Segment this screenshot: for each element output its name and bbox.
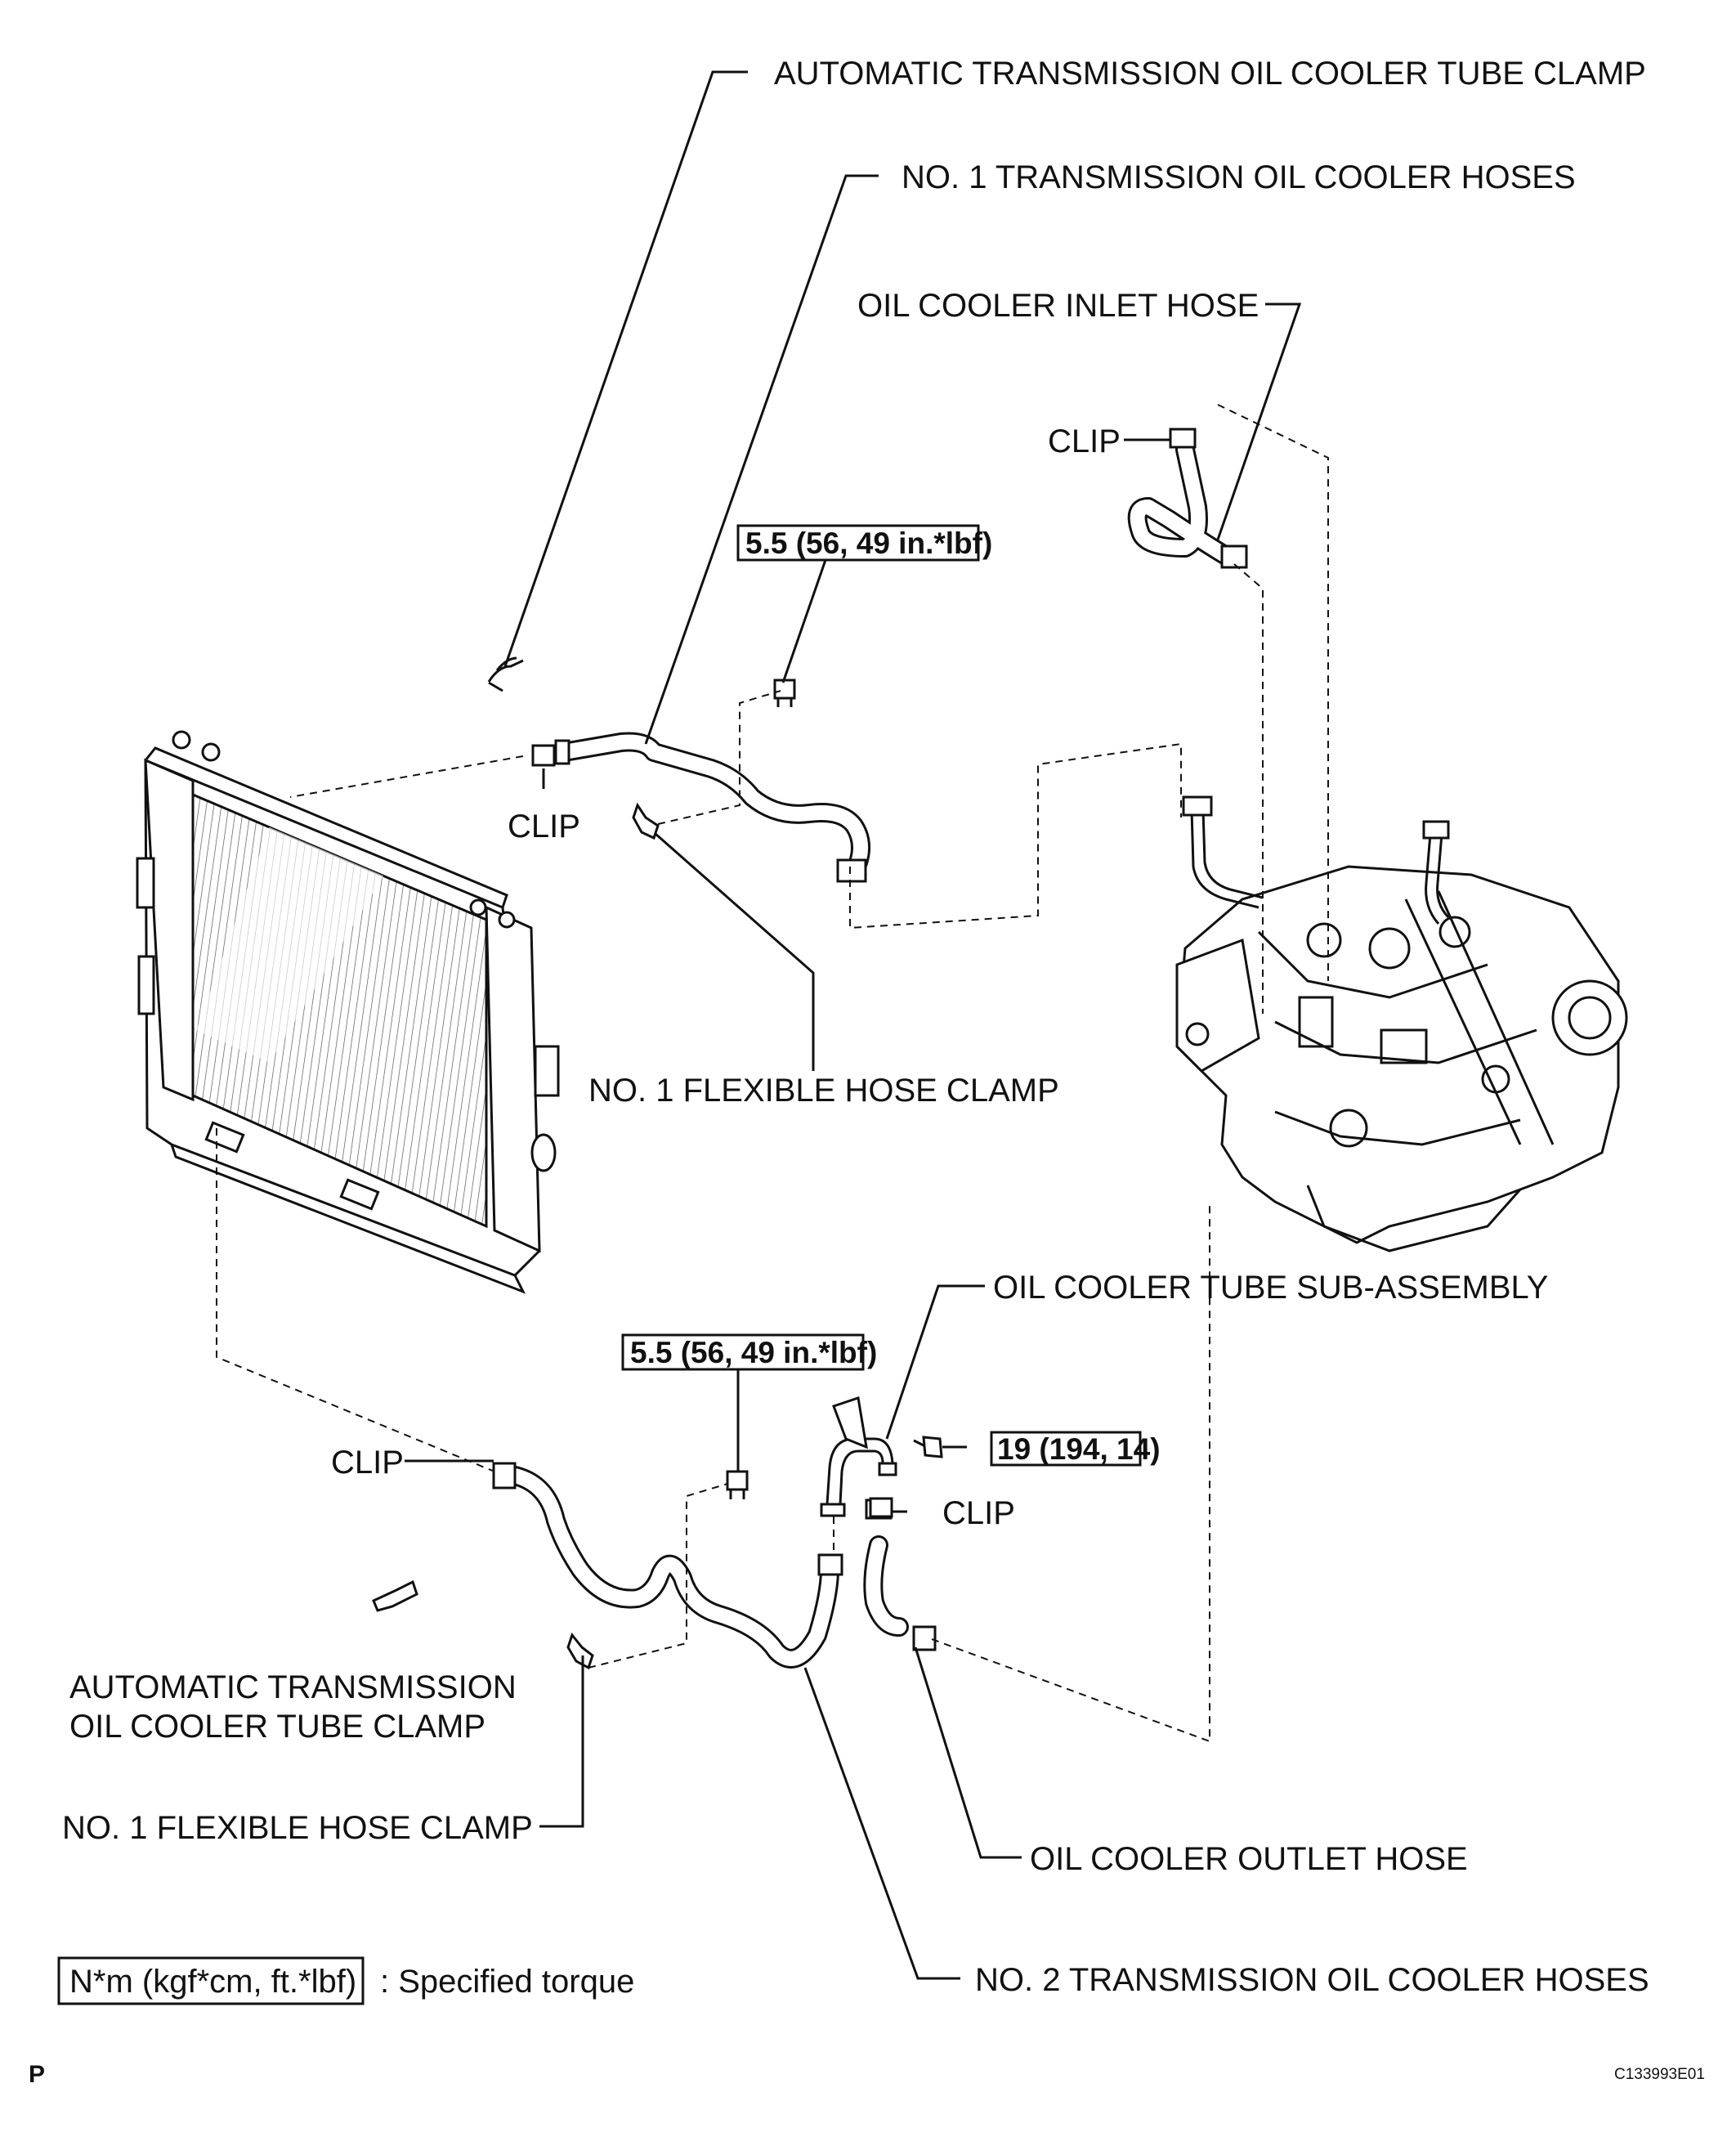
radiator-illustration bbox=[136, 730, 560, 1294]
label-atm-clamp-bottom-1: AUTOMATIC TRANSMISSION bbox=[69, 1669, 517, 1705]
label-atm-clamp-bottom-2: OIL COOLER TUBE CLAMP bbox=[69, 1709, 485, 1745]
label-clip-upper: CLIP bbox=[508, 809, 580, 844]
upper-bolt-illustration bbox=[773, 679, 796, 707]
label-outlet-hose: OIL COOLER OUTLET HOSE bbox=[1030, 1841, 1468, 1877]
lower-bolt-illustration bbox=[726, 1470, 749, 1499]
torque-value-lower: 5.5 (56, 49 in.*lbf) bbox=[630, 1336, 877, 1369]
legend-unit-box: N*m (kgf*cm, ft.*lbf) bbox=[69, 1964, 356, 2000]
label-clip-lower-left: CLIP bbox=[331, 1445, 404, 1481]
torque-box-tube: 19 (194, 14) bbox=[990, 1431, 1161, 1467]
installation-guide-lines bbox=[216, 404, 1329, 1743]
torque-box-lower: 5.5 (56, 49 in.*lbf) bbox=[621, 1333, 877, 1371]
label-no2-hoses: NO. 2 TRANSMISSION OIL COOLER HOSES bbox=[975, 1962, 1649, 1998]
label-no1-flex-clamp-bottom: NO. 1 FLEXIBLE HOSE CLAMP bbox=[62, 1810, 533, 1846]
no1-cooler-hose-illustration bbox=[554, 732, 871, 883]
tube-bolt-illustration bbox=[913, 1436, 943, 1458]
torque-legend: N*m (kgf*cm, ft.*lbf) : Specified torque bbox=[57, 1956, 634, 2005]
label-inlet-hose: OIL COOLER INLET HOSE bbox=[857, 288, 1259, 324]
label-atm-clamp-top: AUTOMATIC TRANSMISSION OIL COOLER TUBE C… bbox=[774, 56, 1646, 92]
leader-lines bbox=[405, 70, 1302, 1980]
inlet-hose-illustration bbox=[1127, 428, 1248, 569]
label-no1-flex-clamp-top: NO. 1 FLEXIBLE HOSE CLAMP bbox=[588, 1073, 1059, 1109]
label-tube-subassembly: OIL COOLER TUBE SUB-ASSEMBLY bbox=[993, 1270, 1548, 1306]
torque-value-upper: 5.5 (56, 49 in.*lbf) bbox=[745, 526, 992, 560]
torque-value-tube: 19 (194, 14) bbox=[997, 1432, 1161, 1466]
flex-clamp-top-illustration bbox=[632, 802, 660, 840]
transmission-illustration bbox=[1175, 795, 1628, 1252]
clip-lower-right-illustration bbox=[869, 1497, 893, 1518]
oil-cooler-tube-illustration bbox=[820, 1396, 897, 1517]
clip-upper-illustration bbox=[531, 744, 556, 767]
label-clip-lower-right: CLIP bbox=[942, 1495, 1015, 1531]
outlet-hose-illustration bbox=[863, 1499, 937, 1651]
flex-clamp-bottom-illustration bbox=[566, 1632, 594, 1670]
torque-box-upper: 5.5 (56, 49 in.*lbf) bbox=[736, 524, 992, 562]
label-clip-inlet: CLIP bbox=[1048, 423, 1121, 459]
figure-id: C133993E01 bbox=[1614, 2066, 1705, 2083]
page-mark: P bbox=[29, 2061, 45, 2088]
legend-description: : Specified torque bbox=[380, 1964, 634, 2000]
atm-clamp-bottom-illustration bbox=[372, 1579, 418, 1612]
no2-cooler-hose-illustration bbox=[492, 1462, 843, 1669]
label-no1-hoses: NO. 1 TRANSMISSION OIL COOLER HOSES bbox=[902, 159, 1576, 195]
